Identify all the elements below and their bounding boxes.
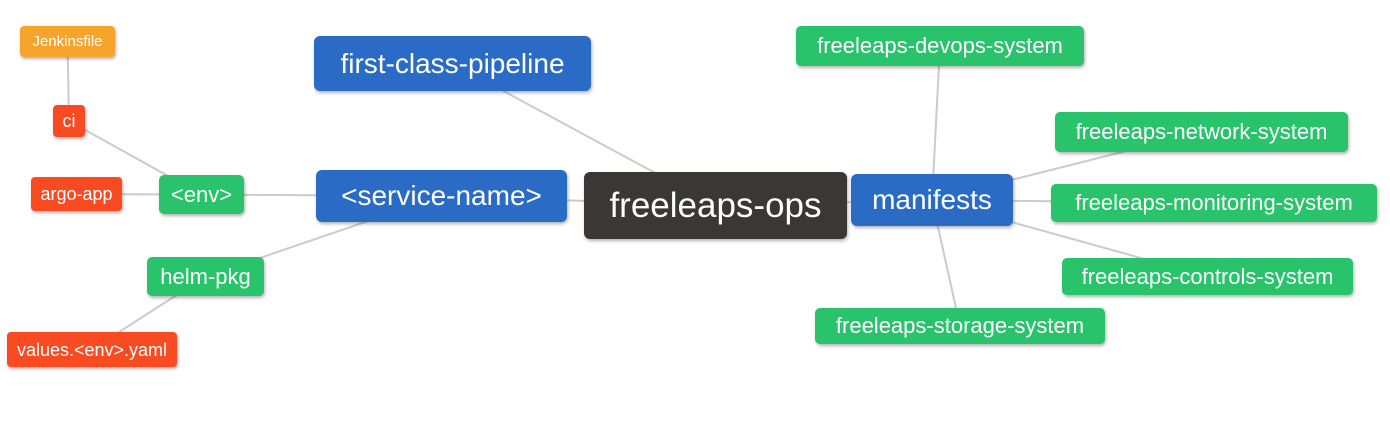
node-freeleaps-storage-system[interactable]: freeleaps-storage-system: [815, 308, 1105, 344]
node-helm-pkg[interactable]: helm-pkg: [147, 257, 264, 296]
node-argo-app[interactable]: argo-app: [31, 177, 122, 211]
node-ci[interactable]: ci: [53, 105, 85, 137]
node-first-class-pipeline[interactable]: first-class-pipeline: [314, 36, 591, 91]
node-values-env-yaml[interactable]: values.<env>.yaml: [7, 332, 177, 367]
node-freeleaps-monitoring-system[interactable]: freeleaps-monitoring-system: [1051, 184, 1377, 222]
node-jenkinsfile[interactable]: Jenkinsfile: [20, 26, 115, 57]
node-service-name[interactable]: <service-name>: [316, 170, 567, 222]
node-freeleaps-controls-system[interactable]: freeleaps-controls-system: [1062, 258, 1353, 295]
node-freeleaps-devops-system[interactable]: freeleaps-devops-system: [796, 26, 1084, 66]
node-manifests[interactable]: manifests: [851, 174, 1013, 226]
node-freeleaps-ops[interactable]: freeleaps-ops: [584, 172, 847, 239]
node-env[interactable]: <env>: [159, 175, 244, 214]
node-freeleaps-network-system[interactable]: freeleaps-network-system: [1055, 112, 1348, 152]
